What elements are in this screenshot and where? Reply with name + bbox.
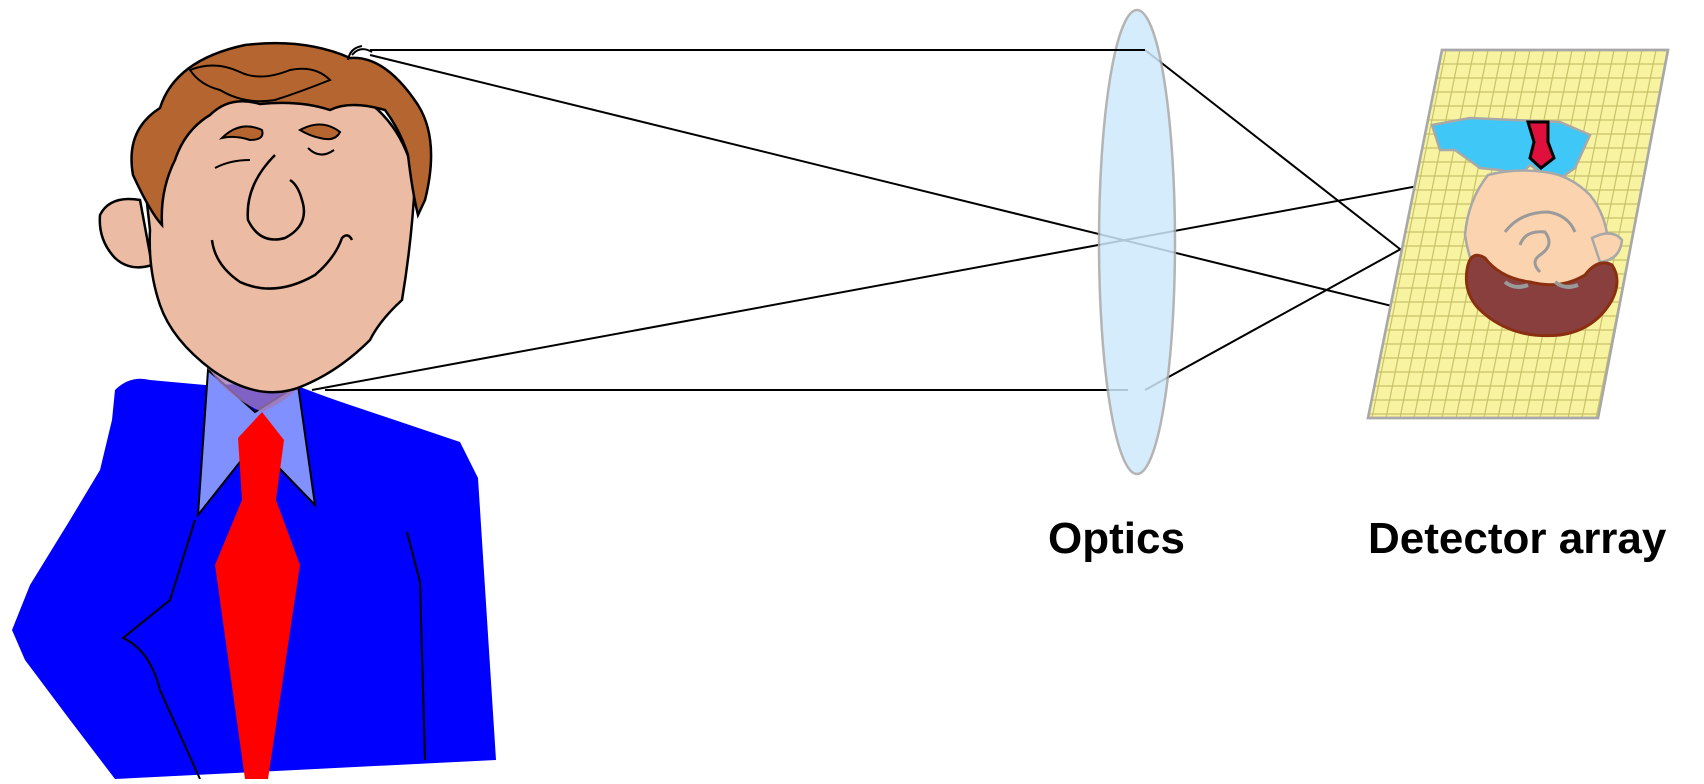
grid-line-vertical	[1665, 50, 1668, 418]
suit-crease-right	[406, 531, 426, 761]
nose	[246, 154, 306, 241]
image-smile	[1503, 210, 1577, 233]
inverted-image	[1430, 116, 1624, 338]
grid-line-vertical	[1385, 50, 1461, 418]
ear	[98, 197, 154, 269]
image-tie	[1525, 120, 1556, 170]
detector-array	[1366, 48, 1670, 420]
tie	[215, 412, 300, 779]
eyebrow-left	[218, 125, 264, 142]
mouth	[210, 234, 354, 290]
image-hair	[1464, 253, 1619, 338]
ray-bottom-chief	[311, 169, 1506, 391]
hair-strand	[347, 45, 373, 61]
eye-left	[214, 159, 251, 169]
detector-frame	[1366, 48, 1670, 420]
detector-array-label: Detector array	[1368, 514, 1667, 563]
grid-line-vertical	[1413, 50, 1489, 418]
grid-line-vertical	[1581, 50, 1657, 418]
hair	[130, 41, 433, 229]
eyebrow-right	[297, 123, 342, 141]
light-rays	[311, 49, 1511, 391]
man-figure	[12, 41, 496, 780]
hair-curl	[188, 64, 332, 103]
lens-element	[1097, 8, 1177, 476]
grid-line-vertical	[1399, 50, 1475, 418]
ray-top-chief	[369, 54, 1511, 336]
image-brows	[1503, 280, 1579, 289]
image-shirt	[1430, 116, 1592, 184]
grid-line-vertical	[1651, 50, 1668, 418]
image-ear	[1590, 232, 1624, 264]
image-nose	[1518, 230, 1551, 274]
optics-label: Optics	[1048, 514, 1185, 563]
suit-lapel-left	[121, 519, 201, 780]
grid-line-vertical	[1371, 50, 1447, 418]
eye-right	[307, 147, 335, 156]
lens	[1097, 8, 1177, 476]
